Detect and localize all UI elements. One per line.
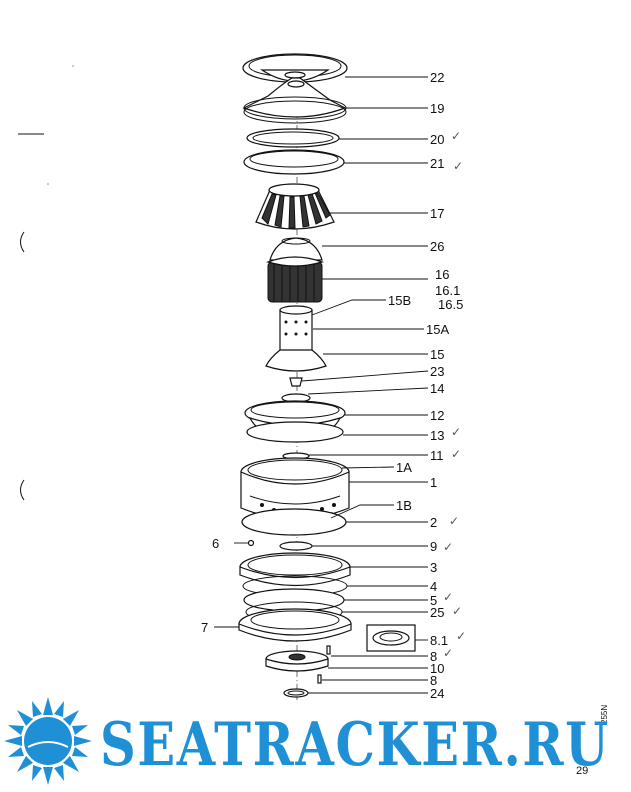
part-8.1-inset-detail [366,624,416,652]
part-19-upper-cone [242,77,347,124]
label-part-15A: 15A [426,322,449,337]
check-mark: ✓ [449,514,459,528]
part-8-bolts [317,645,331,684]
check-mark: ✓ [443,540,453,554]
watermark-text: SEATRACKER.RU [100,710,610,780]
label-part-10: 10 [430,661,444,676]
label-part-12: 12 [430,408,444,423]
label-part-20: 20 [430,132,444,147]
label-part-2: 2 [430,515,437,530]
part-6-screw [247,539,255,547]
part-1-bowl-body [240,457,350,529]
check-mark: ✓ [453,159,463,173]
label-part-21: 21 [430,156,444,171]
label-part-6: 6 [212,536,219,551]
part-26-dome [269,237,323,261]
label-part-25: 25 [430,605,444,620]
part-labels: 22 19 20 ✓ 21 ✓ 17 26 16 16.1 16.5 15B 1… [201,70,466,701]
part-23-nut [289,377,303,387]
label-part-24: 24 [430,686,444,701]
label-part-26: 26 [430,239,444,254]
part-2-gasket [241,508,347,536]
part-13-ring [246,421,344,443]
sun-logo [4,697,92,785]
label-part-16-5: 16.5 [438,297,463,312]
label-part-5: 5 [430,593,437,608]
part-20-ring [246,128,340,148]
leader-lines [214,76,429,694]
check-mark: ✓ [443,590,453,604]
label-part-8: 8 [430,649,437,664]
label-part-1A: 1A [396,460,412,475]
label-part-9: 9 [430,539,437,554]
label-part-4: 4 [430,579,437,594]
label-part-14: 14 [430,381,444,396]
label-part-11: 11 [430,448,444,463]
check-mark: ✓ [451,425,461,439]
part-17-vaned-cone [255,183,335,230]
label-part-22: 22 [430,70,444,85]
label-part-3: 3 [430,560,437,575]
label-part-1: 1 [430,475,437,490]
page-number: 29 [576,765,588,777]
label-part-16-1: 16.1 [435,283,460,298]
part-15A-distributor [265,305,327,372]
part-21-gasket [243,149,345,175]
part-16-disc-stack [266,256,324,303]
part-3-frame-ring [239,552,351,587]
check-mark: ✓ [443,646,453,660]
label-part-15: 15 [430,347,444,362]
label-part-17: 17 [430,206,444,221]
check-mark: ✓ [452,604,462,618]
label-part-19: 19 [430,101,444,116]
label-part-13: 13 [430,428,444,443]
label-part-8-1: 8.1 [430,633,448,648]
check-mark: ✓ [451,129,461,143]
label-part-1B: 1B [396,498,412,513]
check-mark: ✓ [451,447,461,461]
scan-margin-marks [18,65,74,501]
part-24-o-ring [283,688,309,698]
label-part-16: 16 [435,267,449,282]
label-part-23: 23 [430,364,444,379]
part-9-small-ring [279,541,313,551]
drawing-code: 255N [600,705,609,724]
label-part-7: 7 [201,620,208,635]
check-mark: ✓ [456,629,466,643]
label-part-8-lower: 8 [430,673,437,688]
part-5-gasket [243,588,345,612]
label-part-15B: 15B [388,293,411,308]
part-22-cover-plate [242,53,348,83]
part-10-hub [265,650,329,672]
part-7-base-flange [238,608,352,642]
